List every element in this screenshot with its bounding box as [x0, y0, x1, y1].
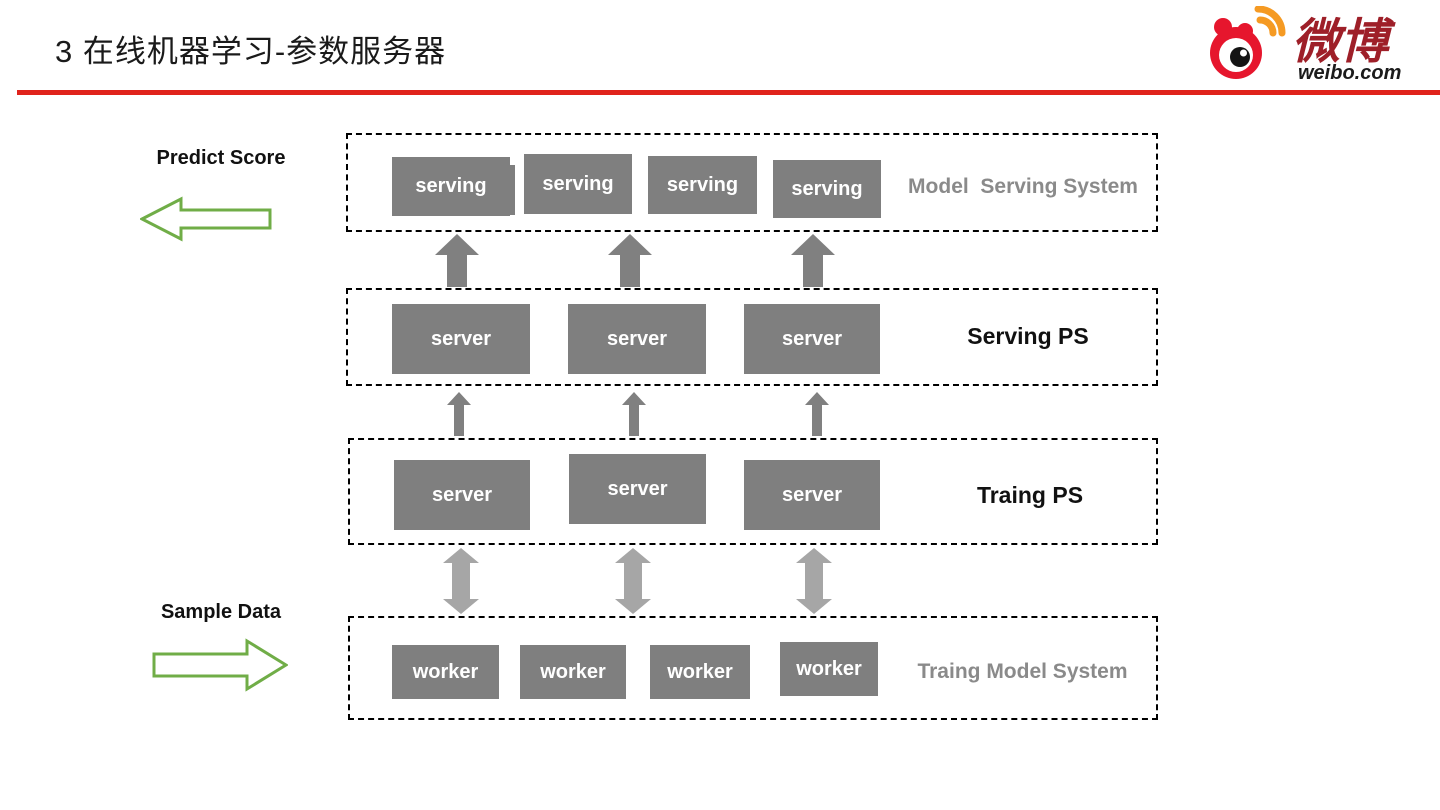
sample-arrow-right-icon — [152, 638, 288, 692]
server-node: server — [568, 304, 706, 374]
up-arrow-icon — [435, 234, 479, 287]
double-arrow-icon — [443, 548, 479, 614]
layer-serving-ps: server server server Serving PS — [346, 288, 1158, 386]
server-node: server — [744, 304, 880, 374]
double-arrow-icon — [615, 548, 651, 614]
serving-node: serving — [392, 157, 510, 216]
server-node: server — [392, 304, 530, 374]
layer-traing-model-system: worker worker worker worker Traing Model… — [348, 616, 1158, 720]
layer-label-traing-model-system: Traing Model System — [917, 660, 1128, 683]
up-arrow-thin-icon — [805, 392, 829, 436]
logo-domain-text: weibo.com — [1298, 62, 1401, 84]
server-node: server — [569, 454, 706, 524]
up-arrow-icon — [608, 234, 652, 287]
serving-node: serving — [524, 154, 632, 214]
worker-node: worker — [780, 642, 878, 696]
predict-arrow-left-icon — [140, 196, 272, 242]
worker-node: worker — [392, 645, 499, 699]
up-arrow-icon — [791, 234, 835, 287]
serving-node: serving — [648, 156, 757, 214]
weibo-logo-icon: 微博 weibo.com — [1210, 6, 1401, 84]
layer-label-traing-ps: Traing PS — [976, 482, 1084, 508]
server-node: server — [394, 460, 530, 530]
logo-brand-text: 微博 — [1292, 16, 1396, 69]
layer-label-serving-ps: Serving PS — [967, 323, 1089, 349]
page-title: 3 在线机器学习-参数服务器 — [55, 34, 447, 69]
layer-traing-ps: server server server Traing PS — [348, 438, 1158, 545]
worker-node: worker — [520, 645, 626, 699]
title-divider — [17, 90, 1440, 95]
double-arrow-icon — [796, 548, 832, 614]
sample-data-label: Sample Data — [160, 601, 282, 623]
layer-model-serving-system: serving serving serving serving Model Se… — [346, 133, 1158, 232]
serving-node: serving — [773, 160, 881, 218]
worker-node: worker — [650, 645, 750, 699]
layer-label-model-serving-system: Model Serving System — [908, 175, 1138, 198]
predict-score-label: Predict Score — [156, 147, 286, 169]
server-node: server — [744, 460, 880, 530]
up-arrow-thin-icon — [447, 392, 471, 436]
up-arrow-thin-icon — [622, 392, 646, 436]
